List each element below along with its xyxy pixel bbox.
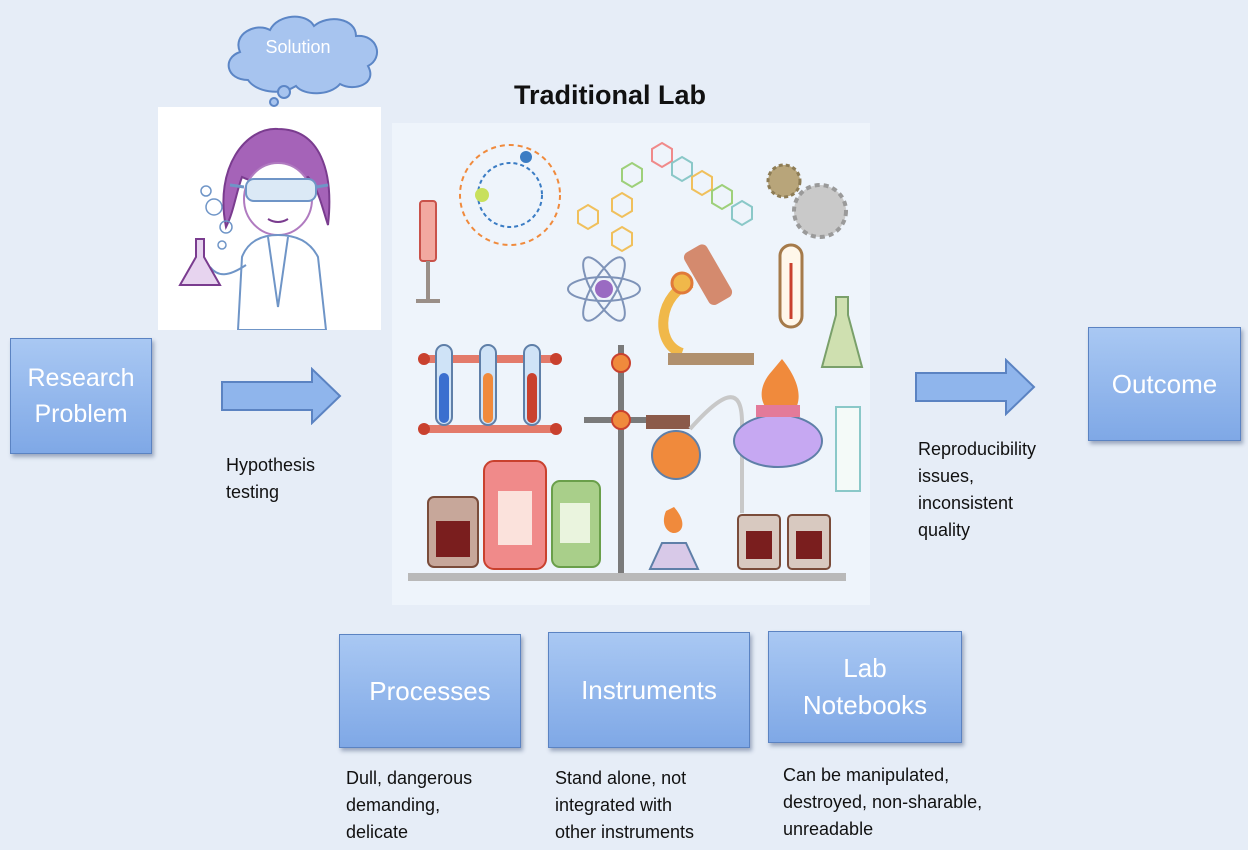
lab-notebooks-label: Lab Notebooks <box>802 653 928 720</box>
scientist-illustration <box>158 107 381 330</box>
instruments-box: Instruments <box>548 632 750 748</box>
lab-notebooks-caption: Can be manipulated, destroyed, non-shara… <box>783 765 983 839</box>
thought-cloud-icon: Solution <box>218 10 388 110</box>
right-arrow-icon <box>914 358 1038 416</box>
lab-equipment-illustration <box>392 123 870 605</box>
outcome-box: Outcome <box>1088 327 1241 441</box>
outcome-label: Outcome <box>1111 368 1218 399</box>
hypothesis-caption: Hypothesis testing <box>226 455 316 502</box>
outcome-issues-caption: Reproducibility issues, inconsistent qua… <box>918 439 1037 540</box>
instruments-label: Instruments <box>581 674 717 705</box>
diagram-title: Traditional Lab <box>514 80 707 110</box>
right-arrow-icon <box>220 367 344 425</box>
instruments-caption: Stand alone, not integrated with other i… <box>555 768 695 842</box>
research-problem-box: Research Problem <box>10 338 152 454</box>
processes-box: Processes <box>339 634 521 748</box>
research-problem-label: Research Problem <box>27 364 135 428</box>
lab-notebooks-box: Lab Notebooks <box>768 631 962 743</box>
scientist-icon <box>178 127 331 330</box>
processes-label: Processes <box>369 675 491 706</box>
processes-caption: Dull, dangerous demanding, delicate <box>346 768 473 842</box>
thought-bubble-label: Solution <box>265 37 331 57</box>
